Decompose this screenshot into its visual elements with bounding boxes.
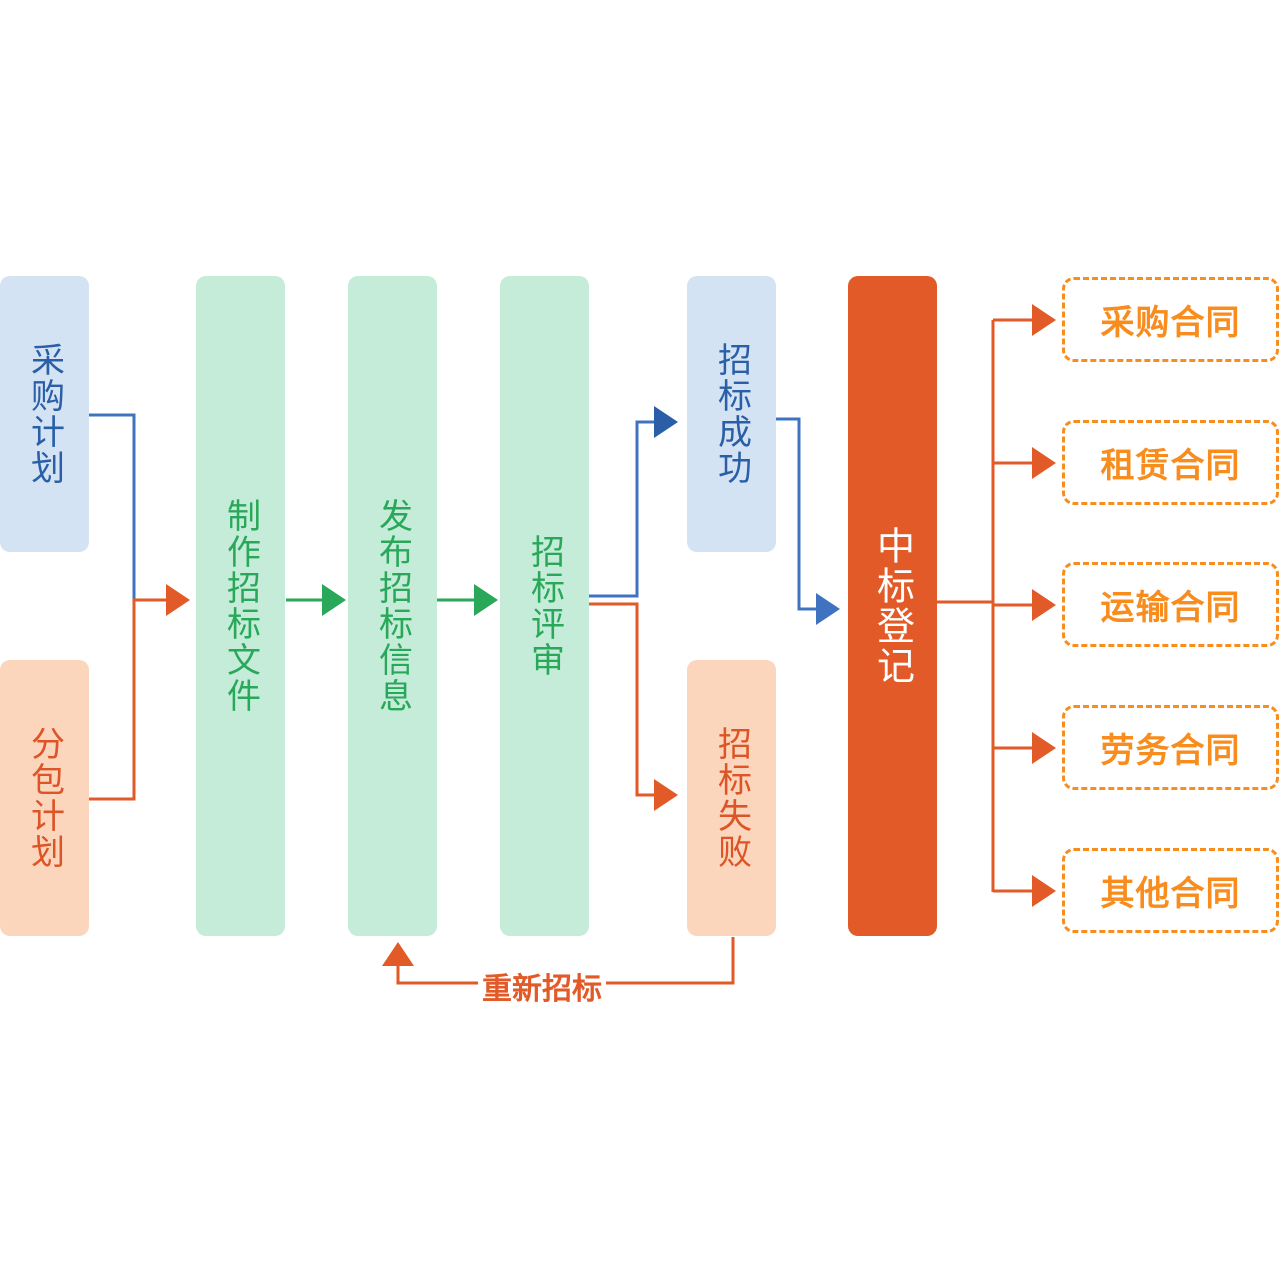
procurement-plan-connector (89, 413, 136, 600)
contract-label: 运输合同 (1100, 588, 1241, 628)
arrow-to-failure (654, 779, 678, 811)
contract-label: 采购合同 (1100, 303, 1241, 343)
contract-labor: 劳务合同 (1062, 705, 1279, 790)
tender-review-node: 招标评审 (500, 276, 589, 936)
contract-label: 劳务合同 (1100, 731, 1241, 771)
tender-failure-node: 招标失败 (687, 660, 776, 936)
publish-tender-info-node: 发布招标信息 (348, 276, 437, 936)
retender-label: 重新招标 (478, 964, 606, 1008)
contract-arrow-icon (1032, 875, 1056, 907)
contract-transport: 运输合同 (1062, 562, 1279, 647)
subcontract-plan-node: 分包计划 (0, 660, 89, 936)
contract-arrow-icon (1032, 304, 1056, 336)
subcontract-plan-label: 分包计划 (24, 726, 65, 870)
contract-procurement: 采购合同 (1062, 277, 1279, 362)
arrow-to-review (474, 584, 498, 616)
tender-review-label: 招标评审 (524, 534, 565, 678)
award-registration-label: 中标登记 (870, 526, 915, 686)
make-tender-docs-node: 制作招标文件 (196, 276, 285, 936)
arrow-to-make-docs (166, 584, 190, 616)
award-registration-node: 中标登记 (848, 276, 937, 936)
contract-lease: 租赁合同 (1062, 420, 1279, 505)
make-tender-docs-label: 制作招标文件 (220, 498, 261, 714)
arrow-to-success (654, 406, 678, 438)
tender-success-node: 招标成功 (687, 276, 776, 552)
tender-failure-label: 招标失败 (711, 726, 752, 870)
contract-arrow-icon (1032, 589, 1056, 621)
arrow-to-award (816, 593, 840, 625)
subcontract-plan-connector (89, 598, 168, 801)
publish-tender-info-label: 发布招标信息 (372, 498, 413, 714)
contract-label: 租赁合同 (1100, 446, 1241, 486)
review-to-failure-connector (589, 602, 656, 797)
procurement-plan-label: 采购计划 (24, 342, 65, 486)
contract-arrow-icon (1032, 447, 1056, 479)
contract-arrow-icon (1032, 732, 1056, 764)
success-to-award-connector (776, 417, 818, 611)
procurement-plan-node: 采购计划 (0, 276, 89, 552)
contract-other: 其他合同 (1062, 848, 1279, 933)
arrow-retender (382, 942, 414, 966)
arrow-to-publish (322, 584, 346, 616)
contract-label: 其他合同 (1100, 874, 1241, 914)
review-to-success-connector (589, 420, 656, 598)
tender-success-label: 招标成功 (711, 342, 752, 486)
